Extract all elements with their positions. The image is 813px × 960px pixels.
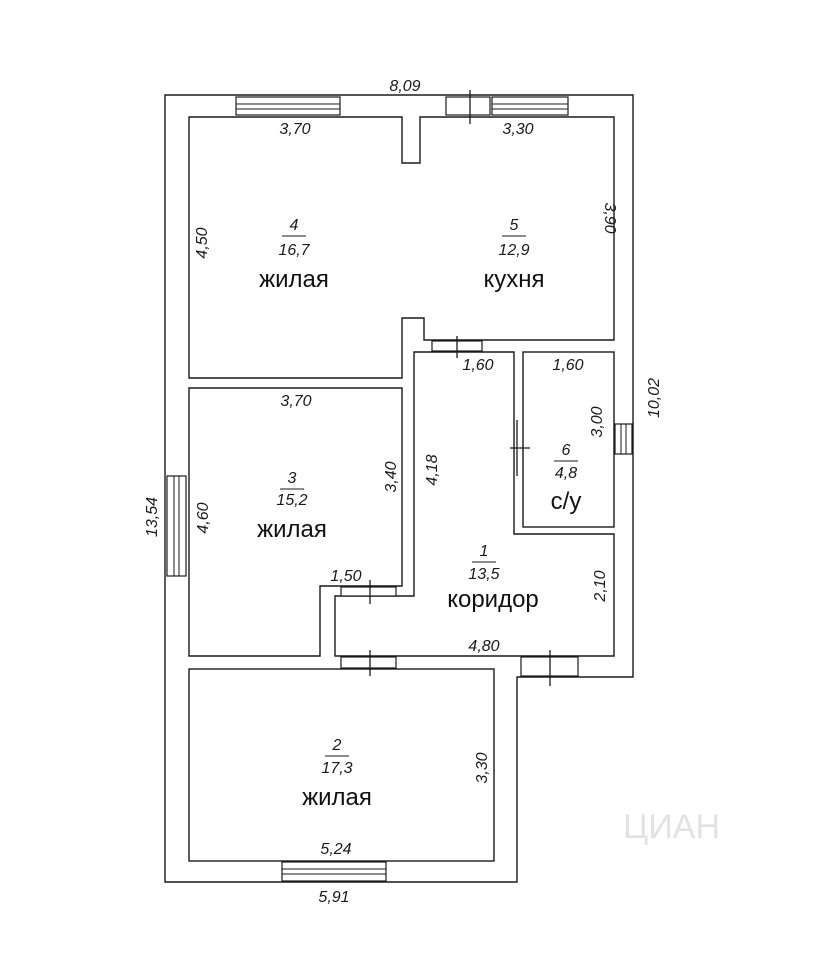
room-3-name: жилая xyxy=(257,516,327,543)
window-top-left xyxy=(235,96,341,116)
door-entrance-top xyxy=(445,96,491,116)
dim-r3-width: 3,70 xyxy=(280,393,311,410)
room-5-number: 5 xyxy=(510,217,519,234)
room-1-number: 1 xyxy=(480,543,489,560)
room-label-1: 1 13,5 коридор xyxy=(447,543,539,613)
room-2-name: жилая xyxy=(302,784,372,811)
watermark-cian: ЦИАН xyxy=(623,808,720,846)
room-2-number: 2 xyxy=(332,737,342,754)
room-label-4: 4 16,7 жилая xyxy=(259,217,329,293)
room-4-name: жилая xyxy=(259,266,329,293)
room-1-name: коридор xyxy=(447,586,539,613)
dim-corridor-right: 2,10 xyxy=(592,570,609,602)
dim-top-overall: 8,09 xyxy=(389,78,420,95)
doors xyxy=(340,90,579,686)
room-6-outline xyxy=(522,351,615,528)
window-bottom xyxy=(281,861,387,882)
room-6-name: с/у xyxy=(551,488,582,515)
dim-bottom-overall: 5,91 xyxy=(318,889,349,906)
room-6-area: 4,8 xyxy=(555,465,577,482)
window-top-right xyxy=(491,96,569,116)
dim-right-overall: 10,02 xyxy=(646,378,663,418)
room-6-number: 6 xyxy=(562,442,571,459)
dim-r5-width: 3,30 xyxy=(502,121,533,138)
door-room3-corridor xyxy=(340,586,397,597)
room-label-2: 2 17,3 жилая xyxy=(302,737,372,811)
room-3-area: 15,2 xyxy=(276,492,307,509)
dim-corridor-height: 4,18 xyxy=(424,454,441,485)
dim-r3-notch: 1,50 xyxy=(330,568,361,585)
dim-r4-width: 3,70 xyxy=(279,121,310,138)
door-room2-corridor xyxy=(340,656,397,669)
room-2-area: 17,3 xyxy=(321,760,352,777)
room-label-3: 3 15,2 жилая xyxy=(257,470,327,543)
room-label-5: 5 12,9 кухня xyxy=(483,217,544,293)
room-4-number: 4 xyxy=(290,217,299,234)
room-3-outline xyxy=(188,387,403,657)
windows xyxy=(166,96,633,882)
dim-r4-height: 4,50 xyxy=(194,227,211,258)
room-2-outline xyxy=(188,668,495,862)
dim-r2-height: 3,30 xyxy=(474,752,491,783)
dim-r5-height: 3,90 xyxy=(601,202,618,233)
dim-left-overall: 13,54 xyxy=(144,497,161,537)
dim-corridor-top: 1,60 xyxy=(462,357,493,374)
dim-r3-height: 4,60 xyxy=(195,502,212,533)
dim-r2-width: 5,24 xyxy=(320,841,351,858)
room-5-area: 12,9 xyxy=(498,242,529,259)
window-right xyxy=(614,423,633,455)
window-left xyxy=(166,475,187,577)
room-4-area: 16,7 xyxy=(278,242,310,259)
dim-r3-height-inner: 3,40 xyxy=(383,461,400,492)
dimensions: 8,09 3,70 3,30 4,50 3,90 1,60 1,60 3,00 … xyxy=(144,78,663,906)
dim-wc-width: 1,60 xyxy=(552,357,583,374)
room-1-area: 13,5 xyxy=(468,566,499,583)
room-4-outline xyxy=(188,116,615,379)
room-3-number: 3 xyxy=(288,470,297,487)
room-1-outline xyxy=(334,351,615,657)
dim-corridor-bottom: 4,80 xyxy=(468,638,499,655)
room-label-6: 6 4,8 с/у xyxy=(551,442,582,515)
room-5-name: кухня xyxy=(483,266,544,293)
dim-wc-height: 3,00 xyxy=(589,406,606,437)
